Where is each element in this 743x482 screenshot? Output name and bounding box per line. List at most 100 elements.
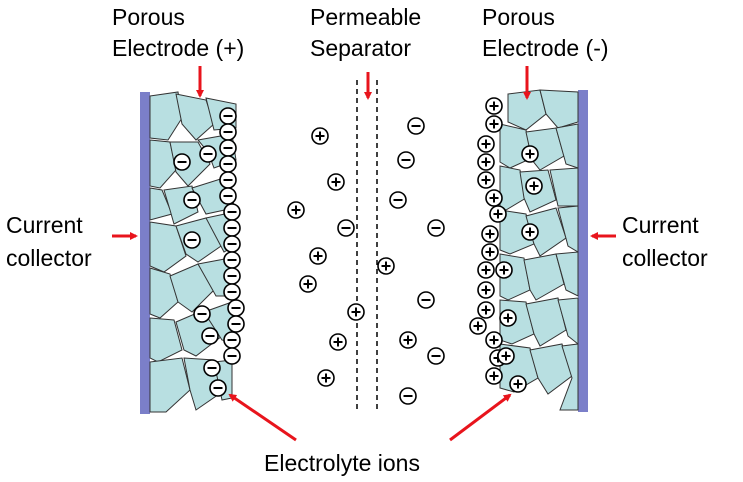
electrode-negative-particle bbox=[559, 343, 579, 411]
electrode-positive-particle bbox=[149, 357, 191, 413]
positive-ion bbox=[347, 303, 365, 321]
positive-ion bbox=[485, 331, 503, 349]
positive-ion bbox=[311, 127, 329, 145]
label-line: Current bbox=[6, 212, 83, 238]
positive-ion bbox=[299, 275, 317, 293]
negative-ion bbox=[183, 191, 201, 209]
arrow-electrolyte-ions-right bbox=[449, 393, 512, 442]
positive-ion bbox=[485, 97, 503, 115]
negative-ion bbox=[389, 191, 407, 209]
positive-ion bbox=[477, 171, 495, 189]
positive-ion bbox=[477, 153, 495, 171]
negative-ion bbox=[223, 219, 241, 237]
positive-ion bbox=[481, 225, 499, 243]
electrolyte-ion-group bbox=[173, 97, 543, 405]
positive-ion bbox=[477, 135, 495, 153]
label-porous-electrode-positive: Porous Electrode (+) bbox=[112, 4, 244, 61]
positive-ion bbox=[495, 261, 513, 279]
negative-ion bbox=[407, 117, 425, 135]
negative-ion bbox=[193, 305, 211, 323]
negative-ion bbox=[427, 347, 445, 365]
electrode-negative-particle bbox=[507, 89, 547, 131]
positive-ion bbox=[399, 331, 417, 349]
label-line: collector bbox=[622, 245, 708, 271]
porous-electrode-positive bbox=[149, 91, 237, 413]
label-line: Electrode (+) bbox=[112, 35, 244, 61]
positive-ion bbox=[485, 189, 503, 207]
positive-ion bbox=[477, 281, 495, 299]
positive-ion bbox=[317, 369, 335, 387]
positive-ion bbox=[481, 243, 499, 261]
label-current-collector-left: Current collector bbox=[6, 212, 92, 271]
positive-ion bbox=[485, 115, 503, 133]
negative-ion bbox=[199, 145, 217, 163]
annotation-arrows bbox=[112, 66, 616, 442]
positive-ion bbox=[521, 223, 539, 241]
electrode-negative-particle bbox=[555, 251, 579, 297]
electrode-negative-particle bbox=[499, 209, 535, 255]
negative-ion bbox=[223, 331, 241, 349]
negative-ion bbox=[173, 153, 191, 171]
negative-ion bbox=[219, 171, 237, 189]
negative-ion bbox=[219, 123, 237, 141]
positive-ion bbox=[509, 375, 527, 393]
negative-ion bbox=[223, 283, 241, 301]
negative-ion bbox=[219, 187, 237, 205]
negative-ion bbox=[203, 359, 221, 377]
negative-ion bbox=[397, 151, 415, 169]
electrode-negative-particle bbox=[529, 343, 573, 395]
negative-ion bbox=[227, 299, 245, 317]
negative-ion bbox=[223, 251, 241, 269]
negative-ion bbox=[209, 379, 227, 397]
label-line: Electrode (-) bbox=[482, 35, 609, 61]
negative-ion bbox=[183, 231, 201, 249]
positive-ion bbox=[287, 201, 305, 219]
electrode-positive-particle bbox=[149, 317, 183, 363]
negative-ion bbox=[223, 347, 241, 365]
positive-ion bbox=[329, 333, 347, 351]
label-line: Permeable bbox=[310, 4, 421, 30]
label-line: collector bbox=[6, 245, 92, 271]
label-permeable-separator: Permeable Separator bbox=[310, 4, 428, 61]
current-collector-left-plate bbox=[140, 92, 150, 414]
negative-ion bbox=[223, 235, 241, 253]
positive-ion bbox=[477, 301, 495, 319]
negative-ion bbox=[337, 219, 355, 237]
positive-ion bbox=[309, 247, 327, 265]
negative-ion bbox=[227, 315, 245, 333]
electrode-positive-particle bbox=[175, 93, 215, 141]
label-line: Current bbox=[622, 212, 699, 238]
current-collector-right-plate bbox=[578, 90, 588, 412]
negative-ion bbox=[223, 267, 241, 285]
negative-ion bbox=[219, 155, 237, 173]
label-electrolyte-ions: Electrolyte ions bbox=[264, 450, 420, 476]
positive-ion bbox=[327, 173, 345, 191]
positive-ion bbox=[499, 309, 517, 327]
positive-ion bbox=[377, 257, 395, 275]
positive-ion bbox=[525, 177, 543, 195]
positive-ion bbox=[469, 317, 487, 335]
electrode-negative-particle bbox=[523, 253, 565, 301]
positive-ion bbox=[497, 347, 515, 365]
negative-ion bbox=[201, 327, 219, 345]
label-line: Separator bbox=[310, 35, 411, 61]
negative-ion bbox=[399, 387, 417, 405]
electrode-positive-particle bbox=[149, 139, 177, 189]
positive-ion bbox=[485, 367, 503, 385]
negative-ion bbox=[219, 139, 237, 157]
negative-ion bbox=[223, 203, 241, 221]
electrode-negative-particle bbox=[525, 297, 567, 347]
label-porous-electrode-negative: Porous Electrode (-) bbox=[482, 4, 609, 61]
arrow-electrolyte-ions-left bbox=[228, 393, 297, 442]
negative-ion bbox=[427, 219, 445, 237]
electrode-negative-particle bbox=[539, 89, 579, 129]
negative-ion bbox=[219, 107, 237, 125]
electrode-positive-particle bbox=[169, 263, 215, 313]
positive-ion bbox=[521, 145, 539, 163]
label-current-collector-right: Current collector bbox=[622, 212, 708, 271]
electrode-positive-particle bbox=[149, 221, 187, 273]
positive-ion bbox=[489, 205, 507, 223]
label-line: Porous bbox=[112, 4, 185, 30]
negative-ion bbox=[417, 291, 435, 309]
